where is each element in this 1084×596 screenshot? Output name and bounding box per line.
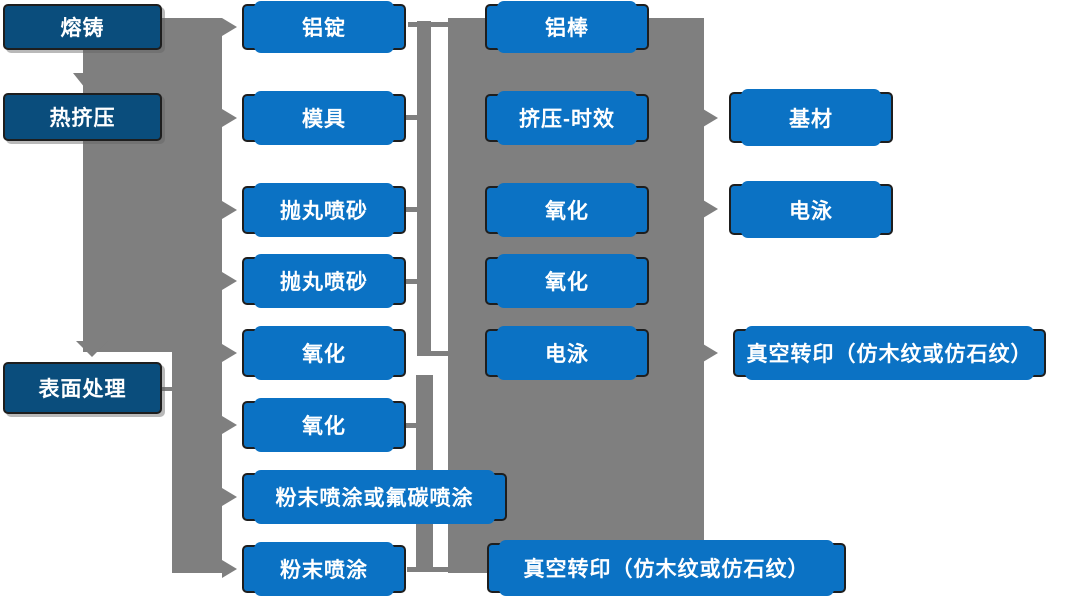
connector-tick-shot-blasting-1 [404, 207, 419, 212]
node-vacuum-transfer-printing-2: 真空转印（仿木纹或仿石纹） [733, 326, 1046, 380]
arrow-right-to-oxidation-2-icon [222, 416, 237, 434]
connector-tick-shot-blasting-2 [404, 279, 419, 284]
node-hot-extrusion: 热挤压 [3, 93, 162, 141]
node-oxidation-3: 氧化 [485, 183, 649, 237]
arrow-right-to-oxidation-1-icon [222, 344, 237, 362]
node-powder-coating: 粉末喷涂 [242, 542, 406, 596]
node-oxidation-2: 氧化 [242, 398, 406, 452]
connector-tick-powder-coating-to-vacuum [407, 567, 449, 572]
node-powder-or-fluorocarbon-coating: 粉末喷涂或氟碳喷涂 [242, 470, 507, 524]
arrow-right-to-electrophoresis-icon [703, 200, 718, 218]
node-oxidation-1: 氧化 [242, 326, 406, 380]
node-shot-blasting-sandblasting-1: 抛丸喷砂 [242, 183, 406, 237]
connector-tick-mold [404, 115, 419, 120]
arrow-right-to-substrate-icon [703, 109, 718, 127]
connector-tick-to-center-block [429, 351, 448, 356]
node-melting-casting: 熔铸 [3, 4, 162, 50]
node-extrusion-aging: 挤压-时效 [485, 91, 649, 145]
node-electrophoresis-1: 电泳 [485, 326, 649, 380]
node-surface-treatment: 表面处理 [3, 362, 162, 414]
connector-tick-surface-treatment [160, 387, 174, 391]
node-shot-blasting-sandblasting-2: 抛丸喷砂 [242, 254, 406, 308]
connector-left-flow-band [83, 18, 222, 352]
arrow-right-to-aluminum-ingot-icon [222, 18, 237, 36]
connector-tick-oxidation-2 [404, 423, 418, 428]
connector-upper-collector-line [417, 21, 431, 356]
arrow-right-to-shot-blasting-2-icon [222, 272, 237, 290]
arrow-down-to-surface-treatment-icon [76, 341, 108, 357]
node-electrophoresis-2: 电泳 [729, 181, 893, 238]
node-aluminum-ingot: 铝锭 [242, 1, 406, 53]
connector-surface-treatment-band [172, 352, 222, 573]
arrow-right-to-powder-fluorocarbon-icon [222, 488, 237, 506]
arrow-right-to-mold-icon [222, 109, 237, 127]
arrow-right-to-vacuum-transfer-icon [703, 344, 718, 362]
node-aluminum-rod: 铝棒 [485, 1, 649, 53]
node-substrate: 基材 [729, 89, 893, 146]
arrow-right-to-shot-blasting-1-icon [222, 201, 237, 219]
node-mold: 模具 [242, 91, 406, 145]
connector-tick-aluminum-ingot [408, 22, 448, 27]
arrow-down-to-hot-extrusion-icon [73, 73, 97, 88]
node-vacuum-transfer-printing-1: 真空转印（仿木纹或仿石纹） [487, 540, 846, 596]
arrow-right-to-powder-coating-icon [222, 560, 237, 578]
node-oxidation-4: 氧化 [485, 254, 649, 308]
